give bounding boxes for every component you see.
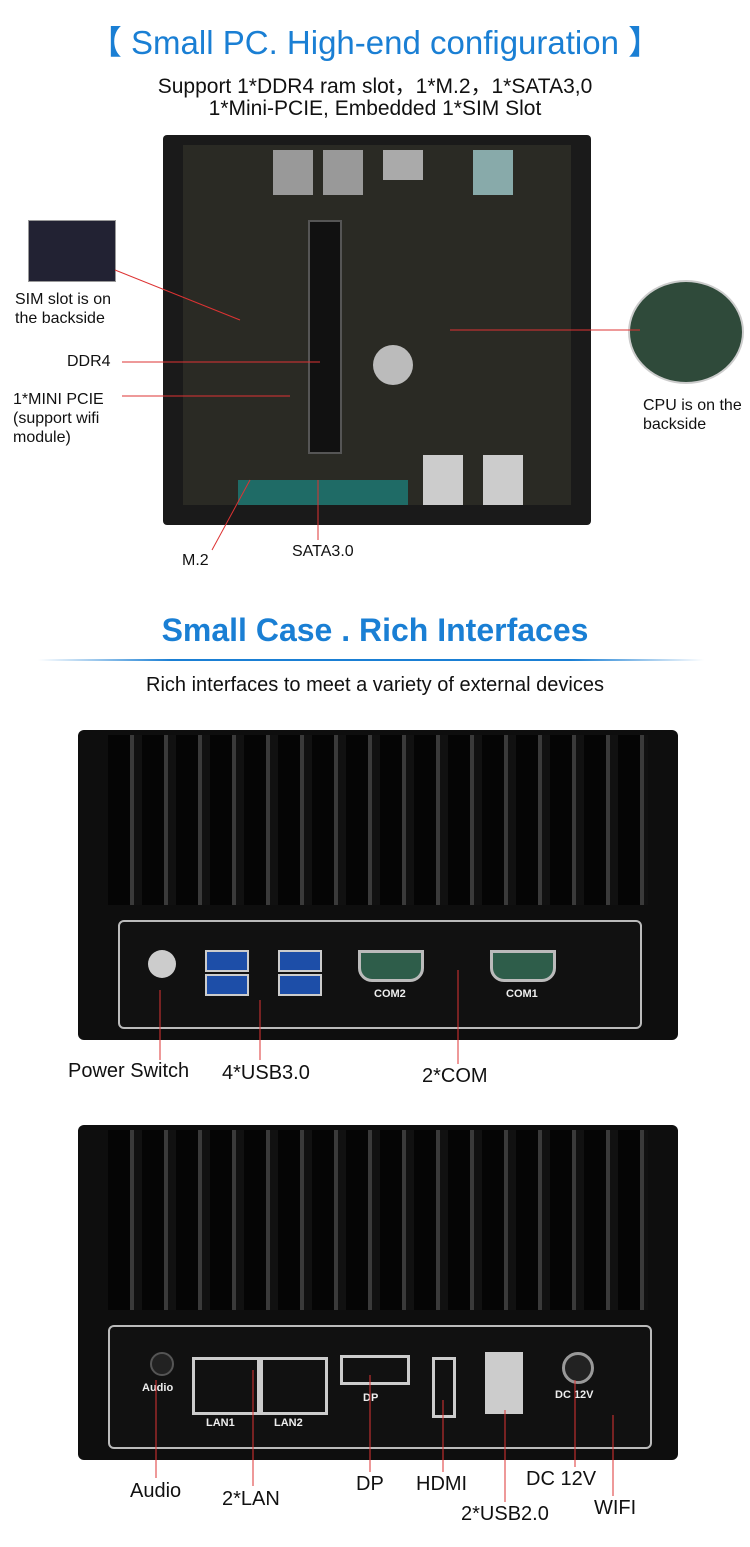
ddr4-label: DDR4	[67, 353, 111, 370]
dp-label: DP	[356, 1473, 384, 1495]
cpu-label: CPU is on the backside	[643, 397, 742, 433]
m2-callout-line	[211, 479, 251, 551]
wifi-label: WIFI	[594, 1497, 637, 1519]
rear-device-image: Audio LAN1 LAN2 DP DC 12V	[78, 1125, 678, 1460]
sim-label: SIM slot is on the backside	[15, 291, 112, 327]
pcb	[183, 145, 571, 505]
m2-label: M.2	[182, 552, 209, 569]
lan2-port-label: LAN2	[274, 1417, 303, 1429]
section1-subtitle-1: Support 1*DDR4 ram slot，1*M.2，1*SATA3,0	[157, 75, 593, 98]
power-switch-label: Power Switch	[68, 1060, 190, 1082]
sata-label: SATA3.0	[292, 543, 354, 560]
cpu-photo	[628, 280, 744, 384]
sim-slot-photo	[28, 220, 116, 282]
minipcie-label: 1*MINI PCIE (support wifi module)	[13, 391, 104, 446]
section2-title: Small Case . Rich Interfaces	[161, 612, 589, 648]
lan-label: 2*LAN	[222, 1488, 280, 1510]
lan1-port-label: LAN1	[206, 1417, 235, 1429]
ddr4-slot	[308, 220, 342, 454]
dc-label: DC 12V	[526, 1468, 597, 1490]
dp-port-label: DP	[363, 1392, 379, 1404]
usb3-label: 4*USB3.0	[222, 1062, 310, 1084]
rear-panel: Audio LAN1 LAN2 DP DC 12V	[108, 1325, 652, 1449]
usb2-label: 2*USB2.0	[461, 1503, 549, 1525]
section1-subtitle-2: 1*Mini-PCIE, Embedded 1*SIM Slot	[208, 97, 542, 120]
audio-port-label: Audio	[142, 1382, 174, 1394]
hdmi-label: HDMI	[416, 1473, 468, 1495]
com1-port-label: COM1	[506, 988, 538, 1000]
sim-callout-line	[114, 269, 241, 321]
power-button	[148, 950, 176, 978]
com2-port-label: COM2	[374, 988, 406, 1000]
com-label: 2*COM	[422, 1065, 488, 1087]
section2-subtitle: Rich interfaces to meet a variety of ext…	[146, 674, 604, 696]
section1-title: 【 Small PC. High-end configuration 】	[88, 24, 662, 61]
front-panel: COM2 COM1	[118, 920, 642, 1029]
dc-port-label: DC 12V	[555, 1389, 594, 1401]
divider	[38, 659, 704, 661]
front-device-image: COM2 COM1	[78, 730, 678, 1040]
audio-label: Audio	[130, 1480, 182, 1502]
